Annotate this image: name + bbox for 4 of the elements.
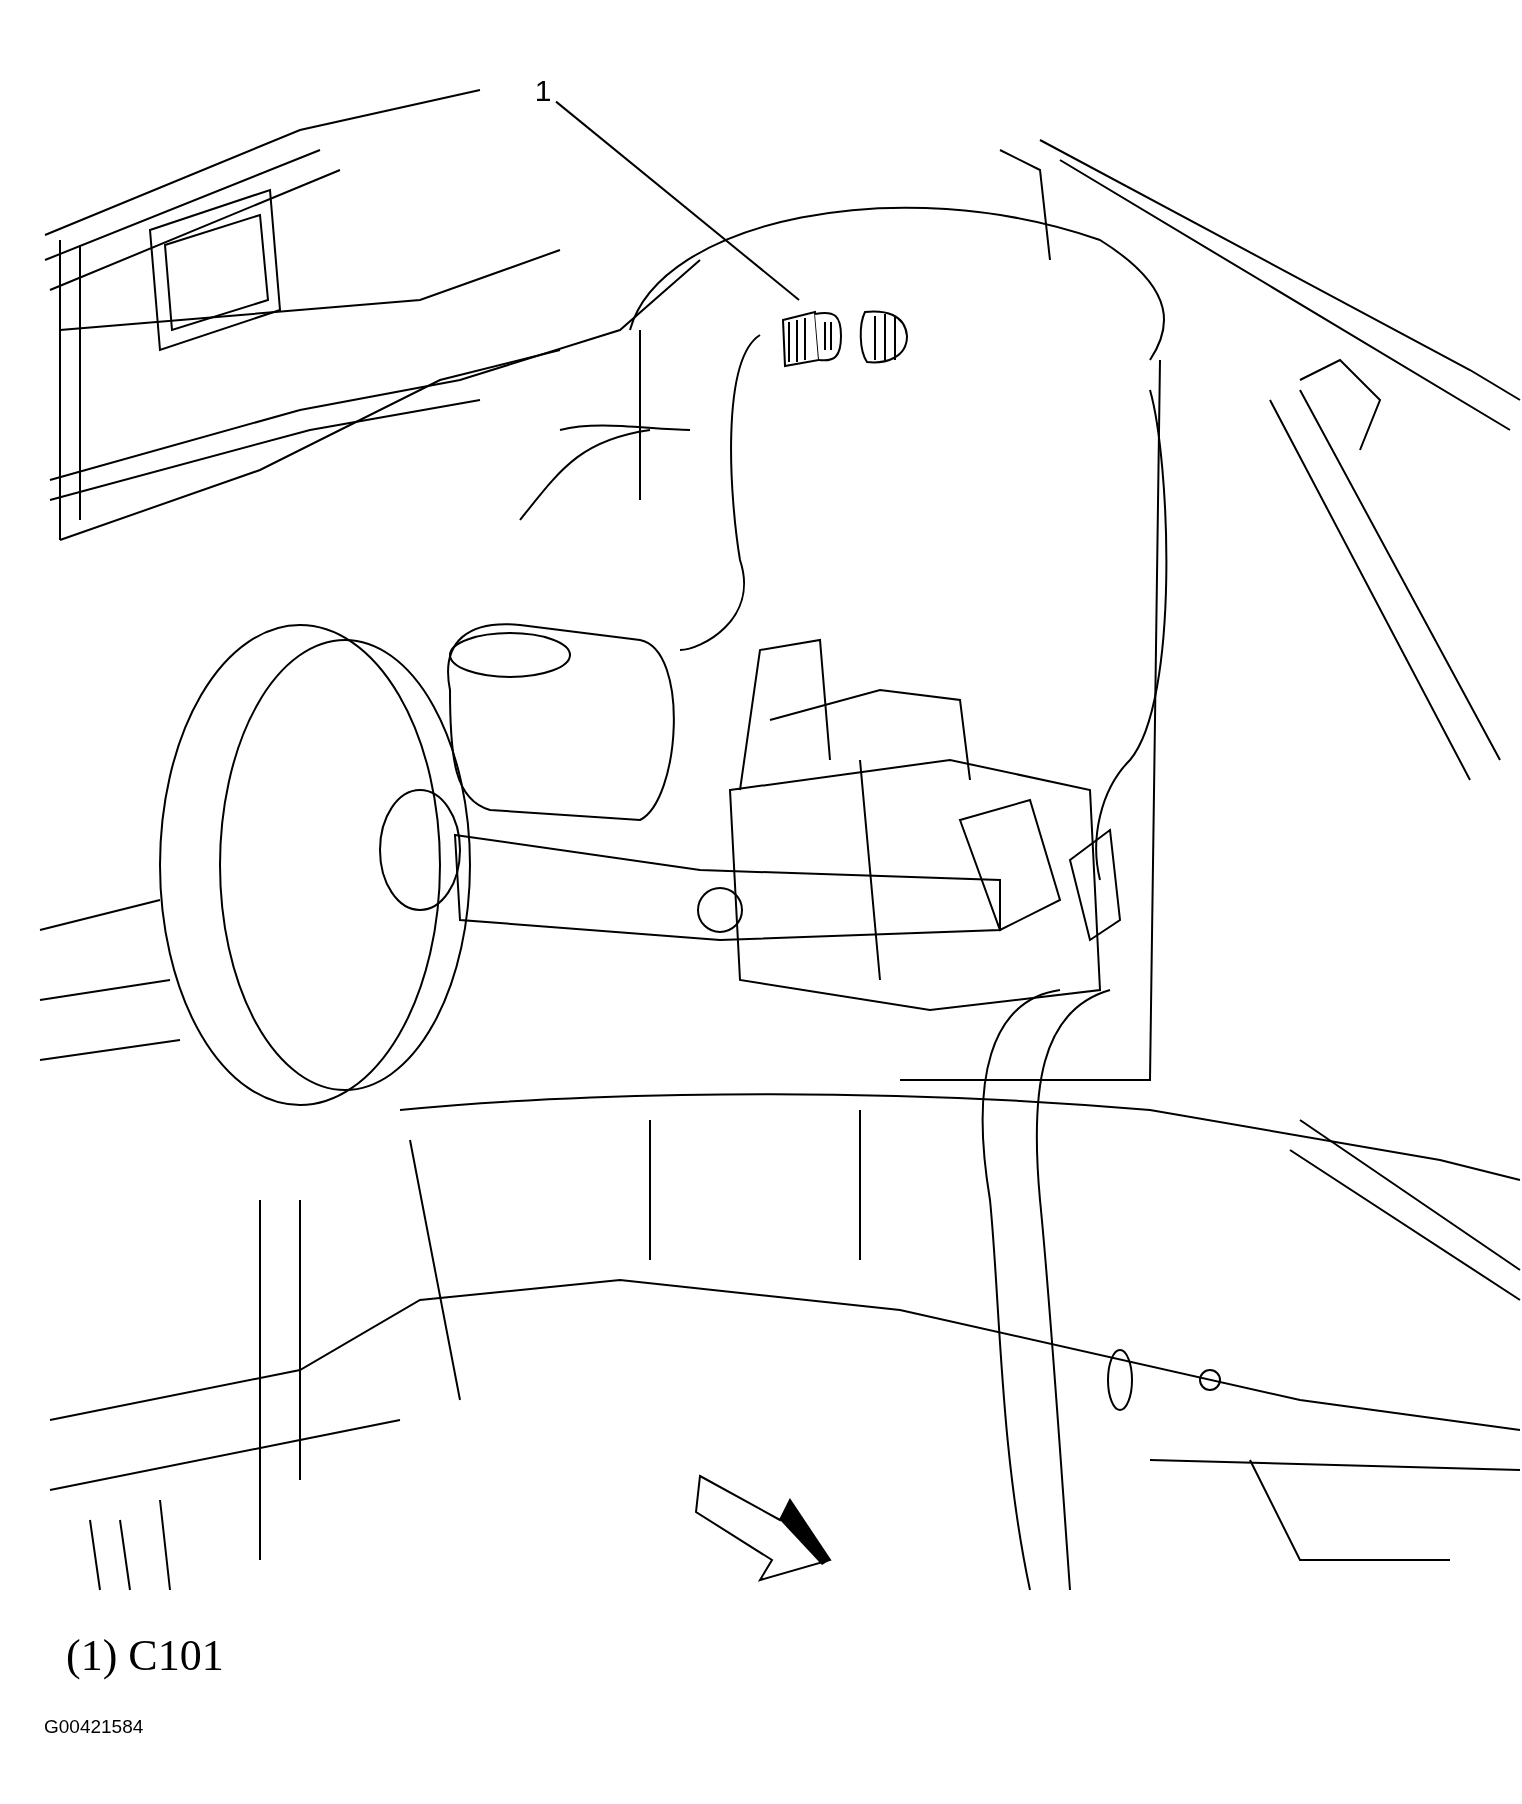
leader-line <box>555 100 801 301</box>
figure-code: G00421584 <box>44 1716 144 1738</box>
callout-number: 1 <box>534 76 552 106</box>
legend-caption: (1) C101 <box>66 1630 224 1681</box>
